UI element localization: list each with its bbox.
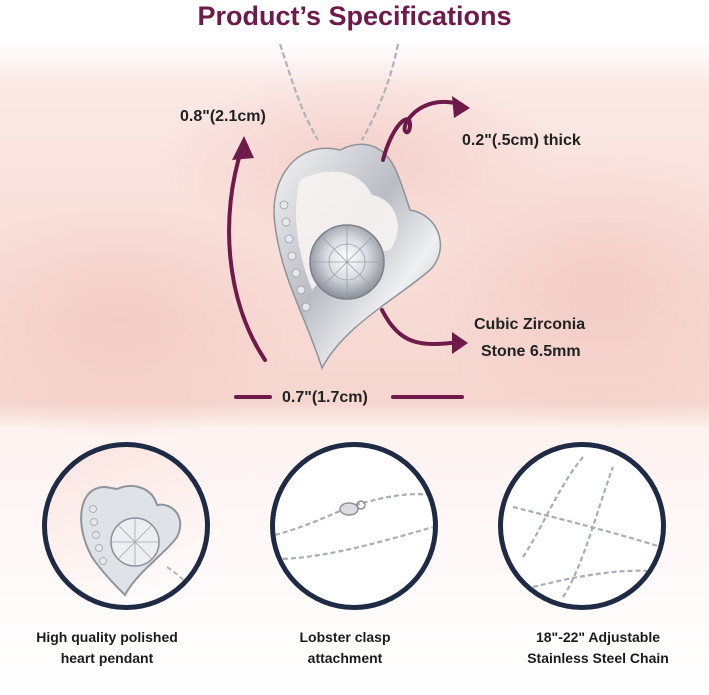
feature-caption-1-line2: heart pendant (60, 650, 154, 666)
feature-image-pendant (42, 442, 210, 610)
width-label: 0.7"(1.7cm) (282, 389, 368, 406)
feature-caption-2-line1: Lobster clasp (299, 629, 391, 645)
dimension-arrows (227, 96, 470, 399)
feature-caption-2-line2: attachment (307, 650, 383, 666)
stone-label-line2: Stone 6.5mm (481, 343, 581, 360)
feature-caption-1-line1: High quality polished (36, 629, 178, 645)
feature-caption-3-line1: 18"-22" Adjustable (535, 629, 661, 645)
thickness-label: 0.2"(.5cm) thick (462, 132, 581, 149)
pave-stones (279, 200, 311, 312)
feature-image-chain (498, 442, 666, 610)
feature-caption-3-line2: Stainless Steel Chain (527, 650, 669, 666)
height-label: 0.8"(2.1cm) (180, 108, 266, 125)
pendant-image (273, 43, 441, 370)
stone-label-line1: Cubic Zirconia (474, 316, 586, 333)
height-arrowhead (232, 136, 254, 160)
feature-image-clasp (270, 442, 438, 610)
page-title: Product’s Specifications (197, 1, 512, 31)
chain (278, 43, 400, 141)
